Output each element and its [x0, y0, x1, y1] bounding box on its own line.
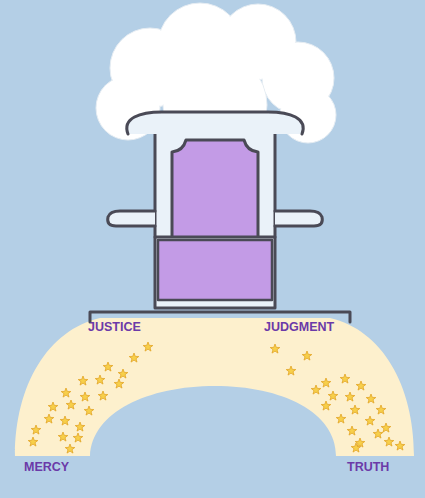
throne	[90, 112, 350, 322]
stars-right	[270, 344, 405, 452]
virtue-label: JUSTICE	[88, 320, 141, 334]
right-armrest	[275, 211, 322, 226]
throne-frame	[155, 128, 275, 308]
stars-left	[28, 342, 153, 453]
virtue-label: JUDGMENT	[264, 320, 334, 334]
throne-seat	[158, 240, 272, 300]
seat-edge	[155, 236, 275, 239]
cloud-fill	[97, 4, 335, 156]
throne-crest	[127, 112, 303, 134]
virtue-label: TRUTH	[347, 460, 389, 474]
virtue-label: MERCY	[24, 460, 69, 474]
cloud	[96, 3, 336, 157]
left-armrest	[108, 211, 155, 226]
throne-back	[172, 140, 258, 236]
arch	[15, 318, 414, 456]
